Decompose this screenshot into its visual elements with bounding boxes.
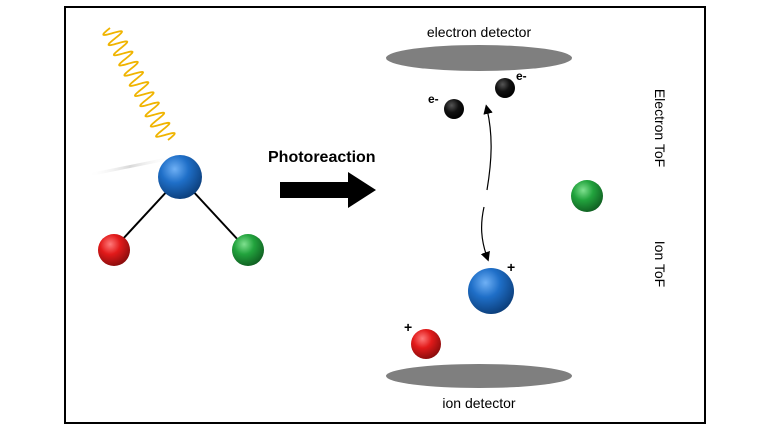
diagram-frame bbox=[64, 6, 706, 424]
reaction-arrow-icon bbox=[280, 172, 376, 208]
ion-detector-label: ion detector bbox=[442, 395, 515, 411]
electron-detector bbox=[386, 45, 572, 71]
electron-tof-label: Electron ToF bbox=[652, 89, 668, 167]
bond-left bbox=[120, 187, 171, 242]
molecule-icon bbox=[98, 155, 264, 266]
electron-detector-label: electron detector bbox=[427, 24, 532, 40]
photon-icon bbox=[102, 27, 176, 141]
ion-trajectory-arrow bbox=[480, 206, 490, 262]
electron-2-label: e- bbox=[516, 69, 527, 83]
bond-right bbox=[189, 187, 241, 243]
electron-1 bbox=[444, 99, 464, 119]
electron-1-label: e- bbox=[428, 92, 439, 106]
photoreaction-label: Photoreaction bbox=[268, 149, 376, 166]
atom-blue bbox=[158, 155, 202, 199]
ion-detector bbox=[386, 364, 572, 388]
fragment-green bbox=[571, 180, 603, 212]
ion-blue bbox=[468, 268, 514, 314]
ion-blue-charge: + bbox=[507, 259, 515, 275]
ion-red bbox=[411, 329, 441, 359]
atom-green bbox=[232, 234, 264, 266]
beam-trace bbox=[87, 156, 173, 177]
atom-red bbox=[98, 234, 130, 266]
electron-2 bbox=[495, 78, 515, 98]
electron-trajectory-arrow bbox=[483, 104, 493, 191]
ion-red-charge: + bbox=[404, 319, 412, 335]
ion-tof-label: Ion ToF bbox=[652, 241, 668, 287]
